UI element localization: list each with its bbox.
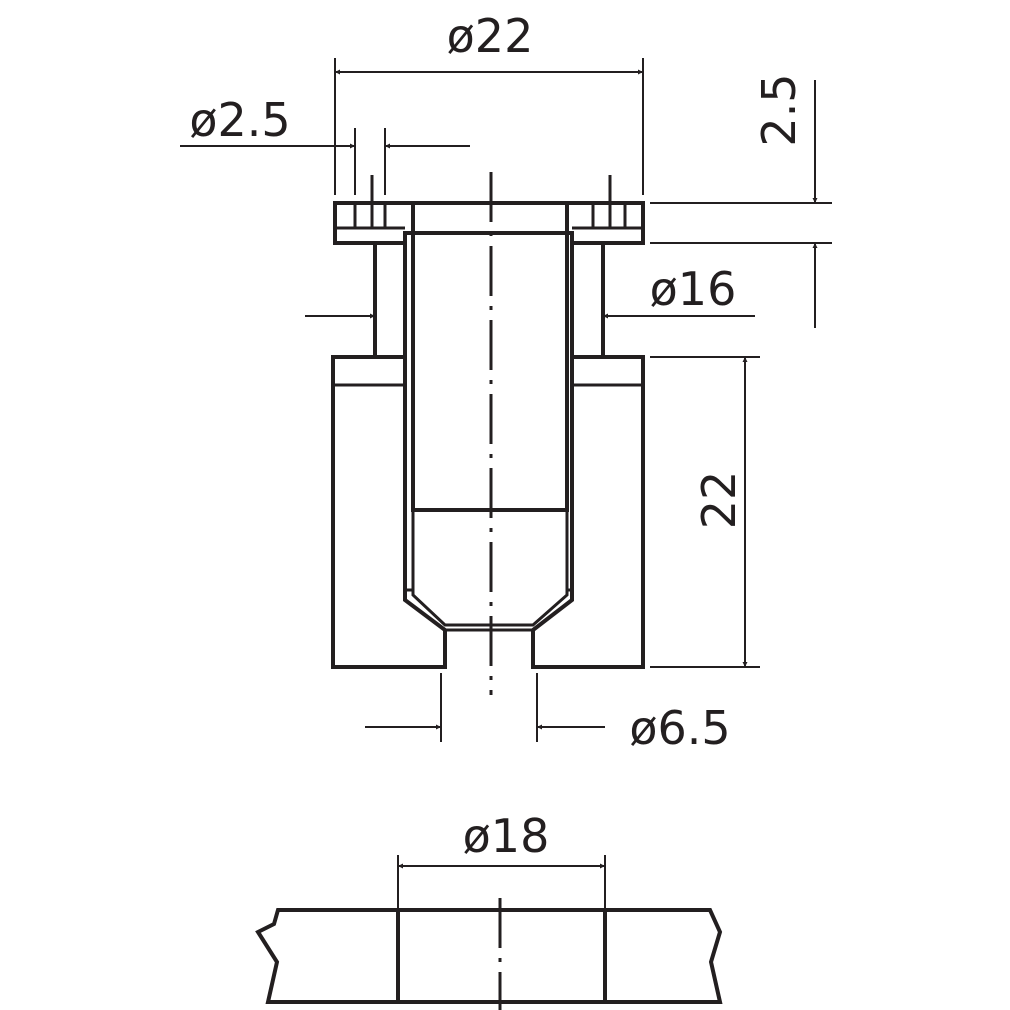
fitting-section [331, 172, 645, 695]
gap-left [403, 231, 415, 592]
glass-panel [255, 898, 723, 1010]
dim-glass-hole-diameter: ø18 [463, 809, 550, 863]
body-right-hatch [531, 355, 645, 669]
sleeve-left [373, 241, 407, 359]
dim-sleeve-diameter: ø16 [650, 262, 737, 316]
dim-bore-diameter: ø6.5 [629, 701, 730, 755]
dim-outer-diameter: ø22 [447, 9, 534, 63]
dim-hole-diameter: ø2.5 [189, 93, 290, 147]
dim-body-height: 22 [692, 471, 746, 530]
gap-right [565, 231, 574, 592]
dim-flange-thickness: 2.5 [752, 73, 806, 146]
glass-right [603, 908, 723, 1004]
sleeve-right [570, 241, 605, 359]
glass-left [255, 908, 400, 1004]
flange-hole-left [355, 205, 385, 227]
dimensions: ø22 ø2.5 2.5 ø16 22 ø6.5 ø18 [180, 9, 832, 910]
